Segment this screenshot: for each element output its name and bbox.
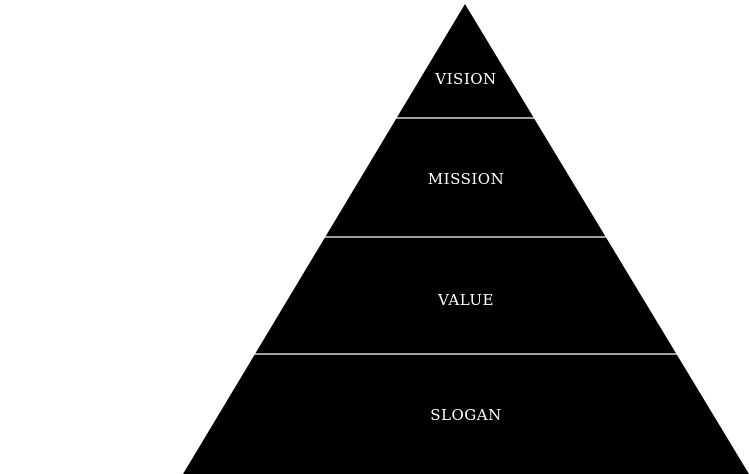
pyramid-shape [183,4,749,474]
tier-label-value: VALUE [437,291,494,309]
tier-label-mission: MISSION [428,170,504,188]
tier-label-slogan: SLOGAN [430,406,501,424]
tier-label-vision: VISION [434,70,496,88]
